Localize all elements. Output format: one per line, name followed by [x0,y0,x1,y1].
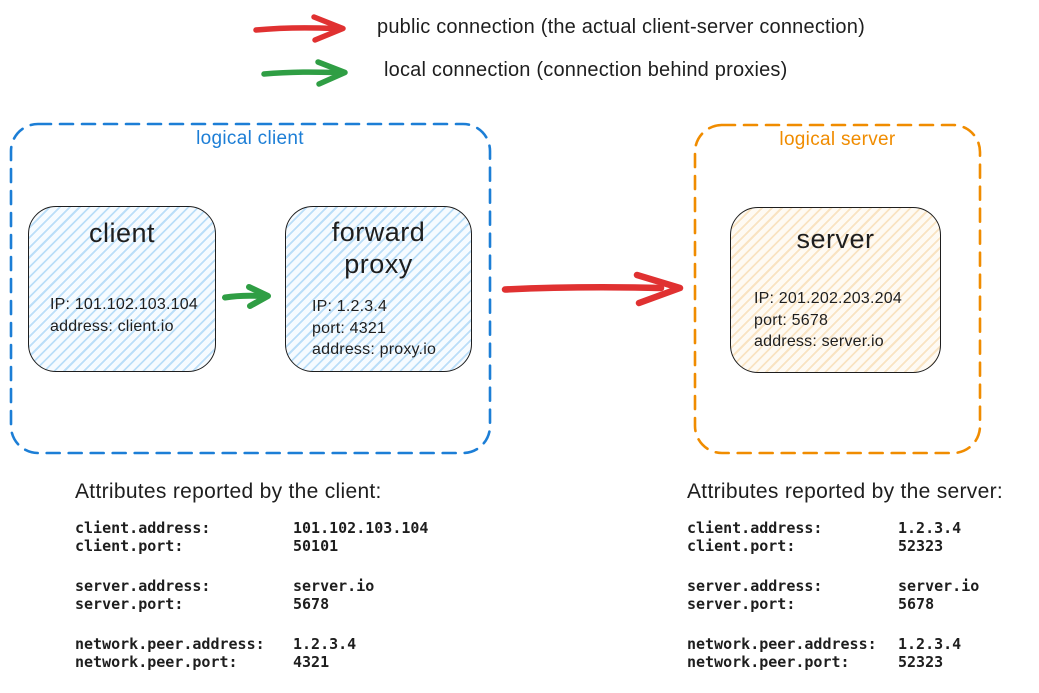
attr-row: client.port: 52323 [687,537,979,555]
proxy-address: address: proxy.io [312,341,437,358]
attr-key: network.peer.port: [687,653,850,671]
attr-row: client.port: 50101 [75,537,428,555]
forward-proxy-node-title: forward proxy [331,217,426,279]
forward-proxy-node: forward proxy IP: 1.2.3.4 port: 4321 add… [285,206,472,372]
client-node: client IP: 101.102.103.104 address: clie… [28,206,216,372]
attr-key: client.port: [687,537,796,555]
client-attributes-heading: Attributes reported by the client: [75,480,382,503]
attr-row: server.address: server.io [75,577,428,595]
server-attr-group-network-peer: network.peer.address: 1.2.3.4 network.pe… [687,635,979,671]
local-connection-legend-label: local connection (connection behind prox… [384,59,788,81]
logical-server-label: logical server [779,129,896,150]
attr-row: network.peer.address: 1.2.3.4 [75,635,428,653]
server-ip: IP: 201.202.203.204 [754,290,902,307]
attr-key: client.port: [75,537,184,555]
client-attributes-list: client.address: 101.102.103.104 client.p… [75,519,428,693]
server-attr-group-client: client.address: 1.2.3.4 client.port: 523… [687,519,979,555]
client-ip: IP: 101.102.103.104 [50,296,198,313]
attr-value: 101.102.103.104 [293,519,429,537]
attr-key: network.peer.port: [75,653,238,671]
attr-key: server.port: [687,595,796,613]
public-connection-legend-label: public connection (the actual client-ser… [377,16,865,38]
client-to-proxy-arrow-icon [222,284,271,309]
attr-key: network.peer.address: [687,635,877,653]
forward-proxy-node-details: IP: 1.2.3.4 port: 4321 address: proxy.io [312,296,436,361]
server-node: server IP: 201.202.203.204 port: 5678 ad… [730,207,941,373]
client-node-title: client [88,218,156,248]
attr-value: 52323 [898,537,944,555]
proxy-ip: IP: 1.2.3.4 [312,298,388,315]
server-node-title: server [796,224,875,254]
attr-row: network.peer.port: 52323 [687,653,979,671]
attr-value: server.io [293,577,375,595]
attr-value: 5678 [293,595,330,613]
logical-server-boundary [693,123,982,455]
client-attr-group-client: client.address: 101.102.103.104 client.p… [75,519,428,555]
attr-value: 1.2.3.4 [898,635,962,653]
attr-key: server.address: [687,577,823,595]
attr-value: 1.2.3.4 [898,519,962,537]
proxy-port: port: 4321 [312,319,387,337]
attr-value: server.io [898,577,980,595]
attr-key: client.address: [75,519,211,537]
server-attributes-heading: Attributes reported by the server: [687,480,1004,503]
attr-row: network.peer.port: 4321 [75,653,428,671]
client-address: address: client.io [50,317,174,335]
attr-row: client.address: 1.2.3.4 [687,519,979,537]
logical-client-boundary [9,122,492,455]
attr-key: client.address: [687,519,823,537]
attr-row: client.address: 101.102.103.104 [75,519,428,537]
server-address: address: server.io [754,333,884,350]
local-connection-arrow-icon [261,59,348,87]
public-connection-main-arrow-icon [501,271,684,307]
client-attr-group-network-peer: network.peer.address: 1.2.3.4 network.pe… [75,635,428,671]
attr-key: network.peer.address: [75,635,265,653]
attr-row: server.port: 5678 [75,595,428,613]
attr-key: server.port: [75,595,184,613]
attr-value: 52323 [898,653,944,671]
attr-row: server.port: 5678 [687,595,979,613]
server-node-details: IP: 201.202.203.204 port: 5678 address: … [754,288,902,353]
logical-client-label: logical client [196,128,304,149]
client-attr-group-server: server.address: server.io server.port: 5… [75,577,428,613]
public-connection-arrow-icon [253,14,346,43]
attr-value: 50101 [293,537,339,555]
attr-key: server.address: [75,577,211,595]
attr-value: 4321 [293,653,330,671]
attr-value: 5678 [898,595,935,613]
server-attr-group-server: server.address: server.io server.port: 5… [687,577,979,613]
attr-row: network.peer.address: 1.2.3.4 [687,635,979,653]
server-attributes-list: client.address: 1.2.3.4 client.port: 523… [687,519,979,693]
attr-value: 1.2.3.4 [293,635,357,653]
attr-row: server.address: server.io [687,577,979,595]
server-port: port: 5678 [754,311,829,329]
client-node-details: IP: 101.102.103.104 address: client.io [50,294,198,337]
